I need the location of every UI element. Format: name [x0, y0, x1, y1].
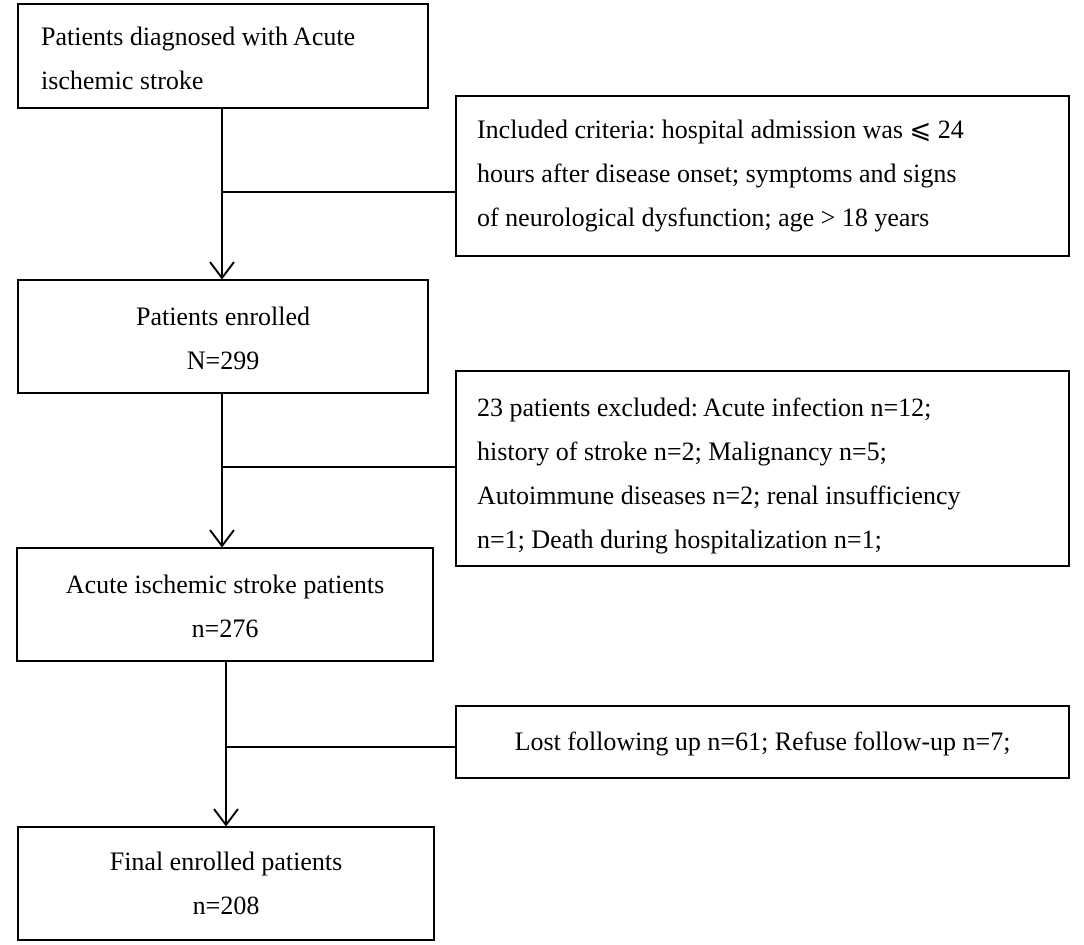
final-enrolled-box: Final enrolled patients n=208	[17, 826, 435, 941]
excluded-box: 23 patients excluded: Acute infection n=…	[455, 370, 1070, 567]
enrolled-box: Patients enrolled N=299	[17, 279, 429, 394]
inclusion-line-3: of neurological dysfunction; age > 18 ye…	[477, 203, 930, 232]
enrolled-line-1: Patients enrolled	[135, 302, 310, 331]
enrolled-line-2: N=299	[186, 346, 260, 375]
excluded-line-4: n=1; Death during hospitalization n=1;	[477, 525, 882, 554]
arrowhead-ais	[209, 529, 235, 548]
final-line-2: n=208	[192, 891, 260, 920]
diagnosed-line-1: Patients diagnosed with Acute	[41, 22, 356, 51]
inclusion-criteria-box: Included criteria: hospital admission wa…	[455, 95, 1070, 257]
excluded-line-3: Autoimmune diseases n=2; renal insuffici…	[477, 481, 961, 510]
ais-patients-line-1: Acute ischemic stroke patients	[65, 570, 385, 599]
ais-patients-line-2: n=276	[191, 614, 259, 643]
excluded-line-2: history of stroke n=2; Malignancy n=5;	[477, 437, 887, 466]
arrowhead-final	[213, 808, 239, 827]
diagnosed-box: Patients diagnosed with Acute ischemic s…	[17, 3, 429, 109]
lost-line-1: Lost following up n=61; Refuse follow-up…	[514, 727, 1011, 756]
diagnosed-line-2: ischemic stroke	[41, 66, 204, 95]
ais-patients-box: Acute ischemic stroke patients n=276	[16, 547, 434, 662]
arrowhead-enrolled	[209, 261, 235, 280]
final-line-1: Final enrolled patients	[109, 847, 343, 876]
inclusion-line-1: Included criteria: hospital admission wa…	[477, 115, 964, 144]
inclusion-line-2: hours after disease onset; symptoms and …	[477, 159, 957, 188]
excluded-line-1: 23 patients excluded: Acute infection n=…	[477, 393, 932, 422]
lost-followup-box: Lost following up n=61; Refuse follow-up…	[455, 705, 1070, 779]
